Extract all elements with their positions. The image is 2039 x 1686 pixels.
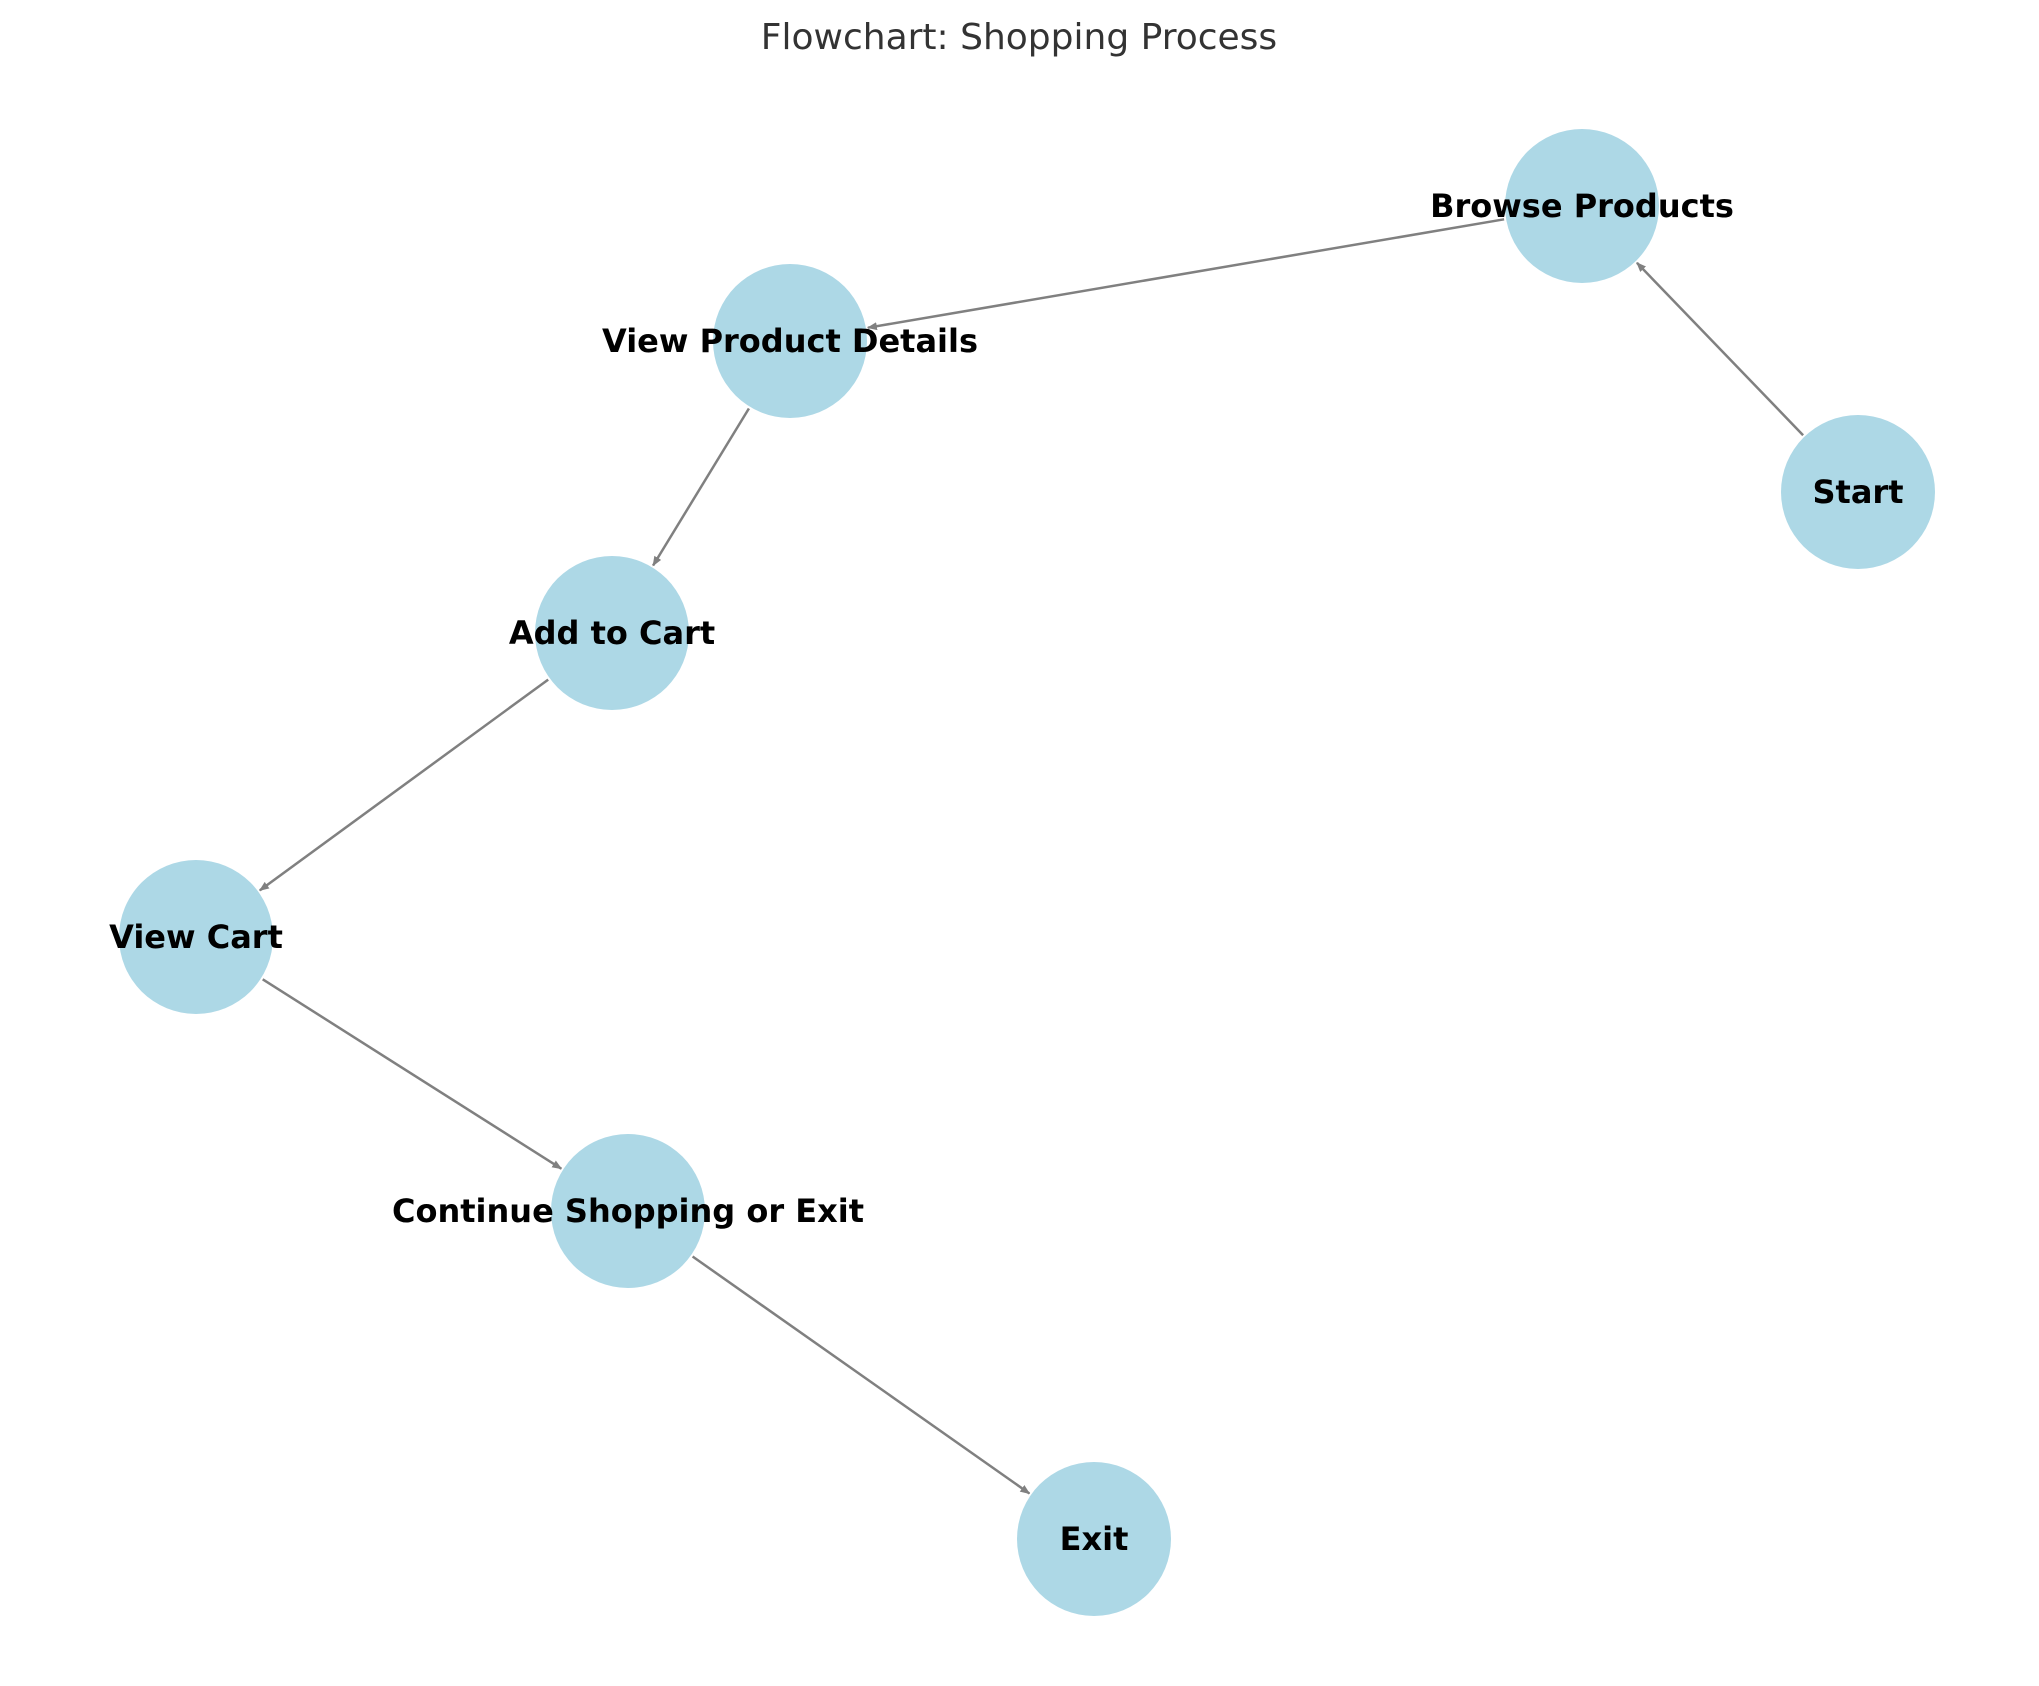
- node-circle-exit: [1017, 1462, 1171, 1616]
- node-continue: Continue Shopping or Exit: [392, 1134, 864, 1288]
- node-start: Start: [1781, 415, 1935, 569]
- node-label-details: View Product Details: [602, 322, 978, 360]
- node-label-browse: Browse Products: [1430, 187, 1734, 225]
- edges-layer: [258, 218, 1804, 1495]
- edge-continue-to-exit: [691, 1255, 1031, 1495]
- edge-add-to-cart: [258, 678, 549, 892]
- diagram-title: Flowchart: Shopping Process: [761, 17, 1277, 58]
- edge-browse-to-details: [866, 218, 1505, 331]
- node-circle-start: [1781, 415, 1935, 569]
- node-circle-browse: [1505, 129, 1659, 283]
- node-cart: View Cart: [109, 860, 283, 1014]
- node-details: View Product Details: [602, 264, 978, 418]
- node-exit: Exit: [1017, 1462, 1171, 1616]
- node-circle-add: [535, 556, 689, 710]
- node-browse: Browse Products: [1430, 129, 1734, 283]
- node-label-continue: Continue Shopping or Exit: [392, 1192, 864, 1230]
- node-add: Add to Cart: [509, 556, 715, 710]
- node-label-cart: View Cart: [109, 918, 283, 956]
- node-label-start: Start: [1812, 473, 1903, 511]
- edge-details-to-add: [652, 407, 750, 567]
- node-circle-continue: [551, 1134, 705, 1288]
- edge-cart-to-continue: [262, 978, 563, 1170]
- node-circle-cart: [119, 860, 273, 1014]
- node-circle-details: [713, 264, 867, 418]
- edge-start-to-browse: [1636, 261, 1804, 437]
- node-label-add: Add to Cart: [509, 614, 715, 652]
- node-label-exit: Exit: [1060, 1520, 1129, 1558]
